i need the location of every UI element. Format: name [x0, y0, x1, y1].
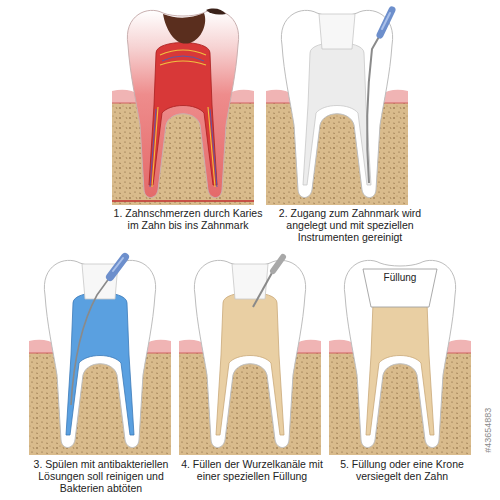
caries — [206, 9, 226, 15]
rinse-fluid — [66, 293, 134, 436]
step-caption: 1. Zahnschmerzen durch Karies im Zahn bi… — [113, 207, 263, 231]
caries — [163, 13, 205, 44]
part-label: Füllung — [372, 272, 428, 284]
step-caption: 5. Füllung oder eine Krone versiegelt de… — [326, 458, 478, 482]
filling-instrument — [253, 271, 273, 307]
tooth-outline — [127, 10, 238, 197]
instrument-handle — [273, 257, 283, 271]
instrument-highlight — [382, 13, 390, 29]
tooth-outline — [344, 260, 455, 447]
instrument-handle — [380, 10, 392, 35]
vessel — [150, 56, 217, 187]
step-caption: 2. Zugang zum Zahnmark wird angelegt und… — [266, 207, 434, 243]
pulp — [303, 43, 371, 186]
syringe-needle — [71, 277, 110, 405]
syringe-highlight — [113, 258, 123, 271]
tooth-outline — [44, 260, 155, 447]
tooth-inflamed — [112, 9, 254, 205]
pulp — [149, 43, 217, 186]
crown-filling — [363, 269, 437, 307]
access-cavity — [232, 264, 268, 299]
tooth-outline — [194, 260, 305, 447]
root-file — [367, 35, 380, 183]
nerve — [152, 50, 215, 187]
tooth-sealed — [329, 260, 471, 455]
step-caption: 4. Füllen der Wurzelkanäle mit einer spe… — [176, 458, 328, 482]
tooth-outline — [281, 10, 392, 197]
step-caption: 3. Spülen mit antibakteriellen Lösungen … — [25, 458, 177, 494]
tooth-fill-canals — [179, 257, 321, 455]
blood-vessel — [112, 200, 254, 202]
access-cavity — [319, 14, 355, 49]
watermark: #43654883 — [483, 400, 493, 460]
tooth-rinse — [29, 257, 171, 455]
canal-filling — [216, 293, 284, 436]
tooth-access — [266, 10, 408, 205]
syringe-barrel — [110, 257, 125, 277]
canal-filling — [366, 293, 434, 436]
